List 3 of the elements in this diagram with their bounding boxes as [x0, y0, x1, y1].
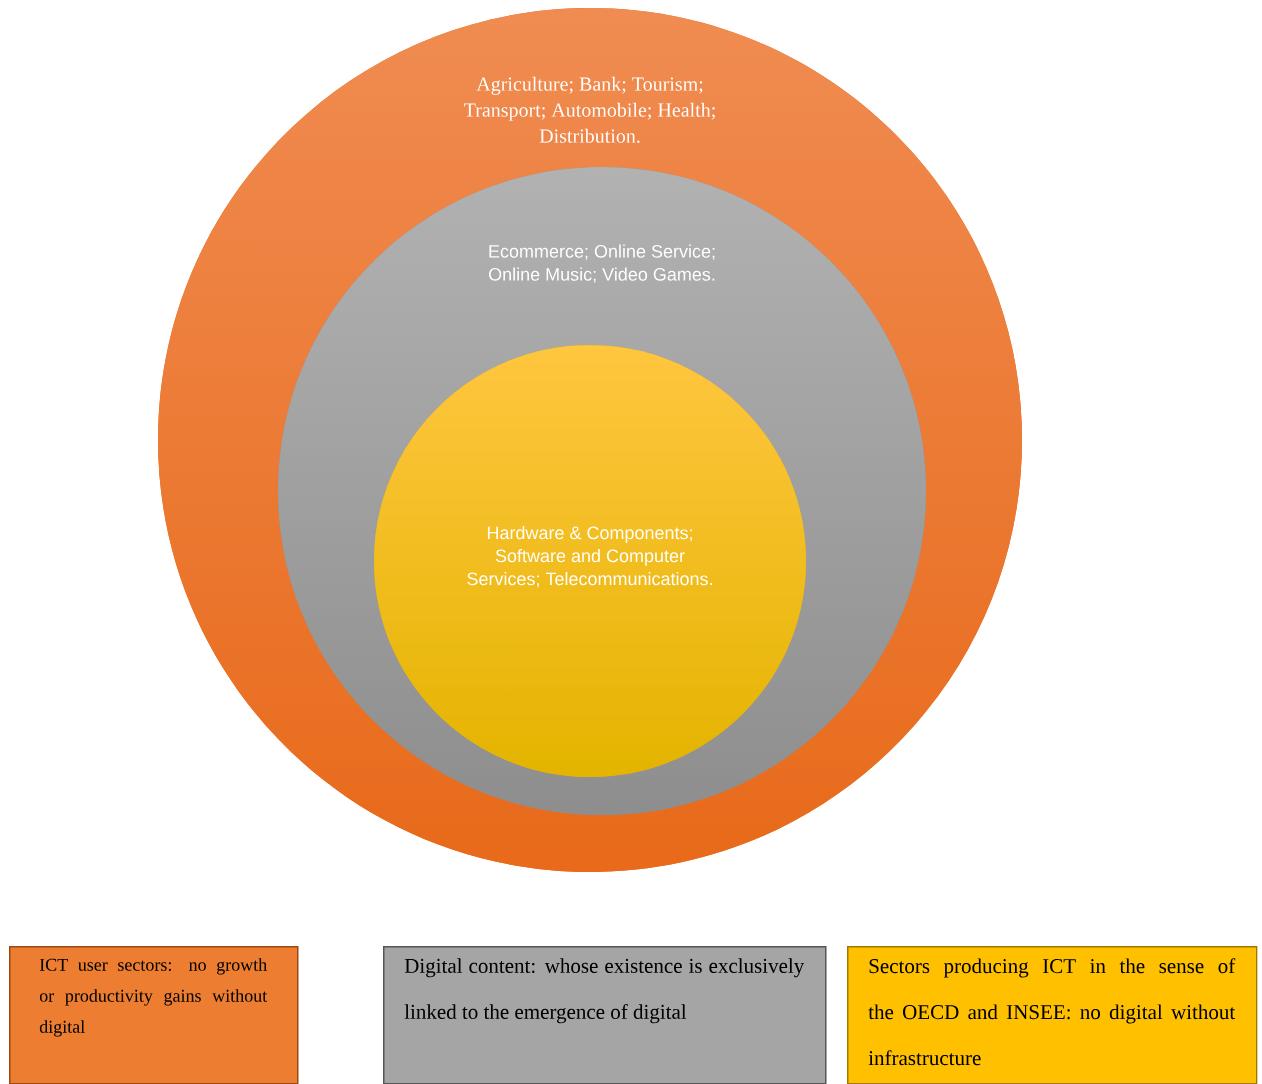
legend-box: Digital content: whose existence is exclusively linked to the emergence of digital — [383, 946, 827, 1084]
legend-box: Sectors producing ICT in the sense of the OECD and INSEE: no digital without infrastructure — [847, 946, 1258, 1084]
legend-box: ICT user sectors: no growth or productivity gains without digital — [9, 946, 299, 1084]
